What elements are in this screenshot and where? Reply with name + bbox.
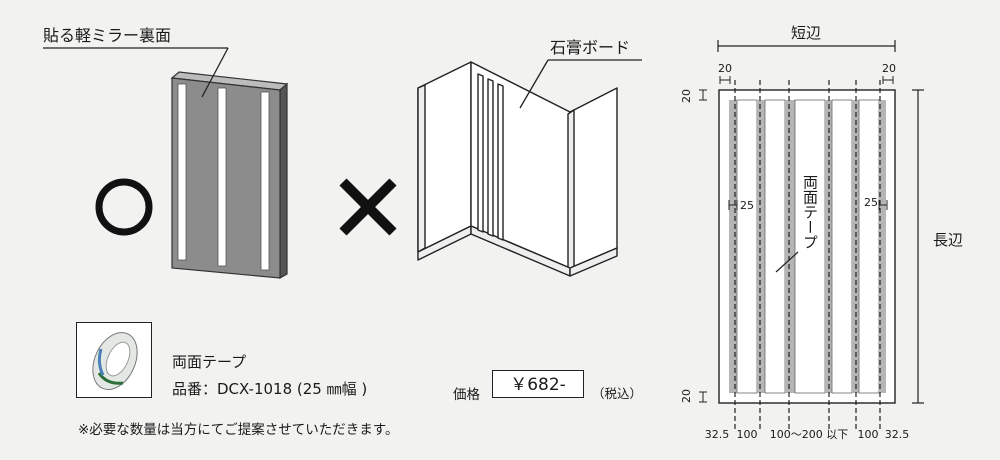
- price-label: 価格: [453, 387, 480, 403]
- tape-roll-icon: [92, 332, 138, 390]
- long-side-label: 長辺: [933, 231, 963, 249]
- left-bottom-margin: 20: [680, 389, 693, 403]
- top-left-margin: 20: [718, 62, 732, 75]
- left-top-margin: 20: [680, 89, 693, 103]
- tape-product-code: 品番：DCX-1018 (25 ㎜幅 ): [172, 380, 368, 398]
- top-right-margin: 20: [882, 62, 896, 75]
- price-value: ￥682-: [492, 370, 584, 398]
- bottom-dim-2: 100～200 以下: [770, 428, 849, 441]
- bottom-dim-0: 32.5: [705, 428, 730, 441]
- tax-label: （税込）: [592, 386, 643, 401]
- dimension-diagram: 短辺 20 20 20: [680, 24, 963, 441]
- gypsum-board-illustration: [417, 61, 618, 277]
- footnote: ※必要な数量は当方にてご提案させていただきます。: [78, 422, 399, 438]
- tape-product-image: [76, 322, 152, 398]
- short-side-label: 短辺: [791, 24, 821, 42]
- mirror-illustration: [170, 71, 289, 280]
- ng-cross-icon: [339, 178, 397, 236]
- ok-circle-icon: [95, 178, 153, 236]
- tape-width-right: 25: [864, 196, 878, 209]
- bottom-dim-4: 32.5: [885, 428, 910, 441]
- bottom-dim-3: 100: [858, 428, 879, 441]
- tape-vertical-label: 両面テープ: [801, 175, 819, 250]
- gypsum-board-label: 石膏ボード: [550, 38, 630, 57]
- bottom-dim-1: 100: [737, 428, 758, 441]
- mirror-back-label: 貼る軽ミラー裏面: [43, 26, 171, 45]
- tape-name: 両面テープ: [172, 353, 247, 371]
- tape-width-left: 25: [740, 199, 754, 212]
